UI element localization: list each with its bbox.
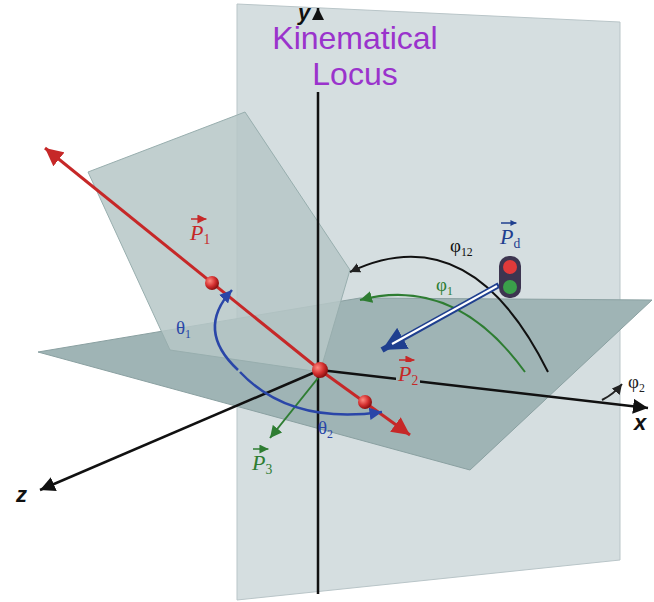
angle-label: φ12 bbox=[450, 236, 473, 255]
green-lamp bbox=[503, 280, 517, 294]
symbol-letter: y bbox=[298, 0, 310, 25]
symbol-letter: φ bbox=[436, 274, 447, 295]
angle-label: θ1 bbox=[176, 318, 191, 337]
axis-label: z bbox=[16, 484, 27, 506]
subscript: 1 bbox=[185, 328, 191, 341]
symbol-letter: φ bbox=[628, 371, 639, 392]
symbol-letter: P bbox=[252, 450, 265, 475]
phi2-arc bbox=[602, 384, 622, 400]
x-axis bbox=[320, 370, 648, 408]
vector-label: P1 bbox=[190, 222, 210, 244]
theta2-arc bbox=[240, 372, 382, 415]
phi12-arc bbox=[350, 257, 548, 372]
symbol-letter: z bbox=[16, 482, 27, 507]
y-axis bbox=[317, 8, 320, 594]
vector-arrow-mark bbox=[253, 448, 268, 450]
vector-marks bbox=[191, 219, 516, 449]
diagram-title: Kinematical Locus bbox=[240, 20, 470, 92]
subscript: 12 bbox=[461, 246, 473, 259]
vector-label: Pd bbox=[500, 226, 520, 248]
origin-dot bbox=[312, 362, 328, 378]
p2-dot bbox=[358, 395, 372, 409]
theta1-arc bbox=[215, 290, 238, 370]
horizontal-plane bbox=[38, 298, 652, 470]
vector-label: P2 bbox=[396, 362, 420, 386]
traffic-light bbox=[499, 256, 521, 298]
subscript: 1 bbox=[203, 232, 210, 247]
vector-arrow-mark bbox=[399, 359, 414, 361]
subscript: 2 bbox=[411, 373, 418, 388]
axis-label: x bbox=[634, 412, 646, 434]
symbol-letter: P bbox=[398, 361, 411, 386]
z-axis bbox=[40, 370, 320, 490]
phi1-arc bbox=[360, 295, 525, 372]
red-lamp bbox=[503, 260, 517, 274]
vector-arrow-mark bbox=[501, 222, 516, 224]
p3-vector bbox=[270, 378, 318, 438]
p1-dot bbox=[205, 276, 219, 290]
vector-label: P3 bbox=[252, 452, 272, 474]
subscript: 2 bbox=[639, 382, 645, 395]
angle-label: φ2 bbox=[628, 372, 645, 391]
vector-arrow-mark bbox=[191, 218, 206, 220]
symbol-letter: P bbox=[190, 220, 203, 245]
subscript: 2 bbox=[327, 428, 333, 441]
symbol-letter: x bbox=[634, 410, 646, 435]
symbol-letter: φ bbox=[450, 235, 461, 256]
subscript: 1 bbox=[447, 285, 453, 298]
axis-label: y bbox=[298, 2, 310, 24]
subscript: d bbox=[513, 236, 520, 251]
symbol-letter: θ bbox=[318, 417, 327, 438]
angle-label: θ2 bbox=[318, 418, 333, 437]
subscript: 3 bbox=[265, 462, 272, 477]
p1-direction bbox=[45, 148, 320, 370]
angle-label: φ1 bbox=[436, 275, 453, 294]
symbol-letter: P bbox=[500, 224, 513, 249]
symbol-letter: θ bbox=[176, 317, 185, 338]
tilted-plane bbox=[88, 112, 350, 372]
